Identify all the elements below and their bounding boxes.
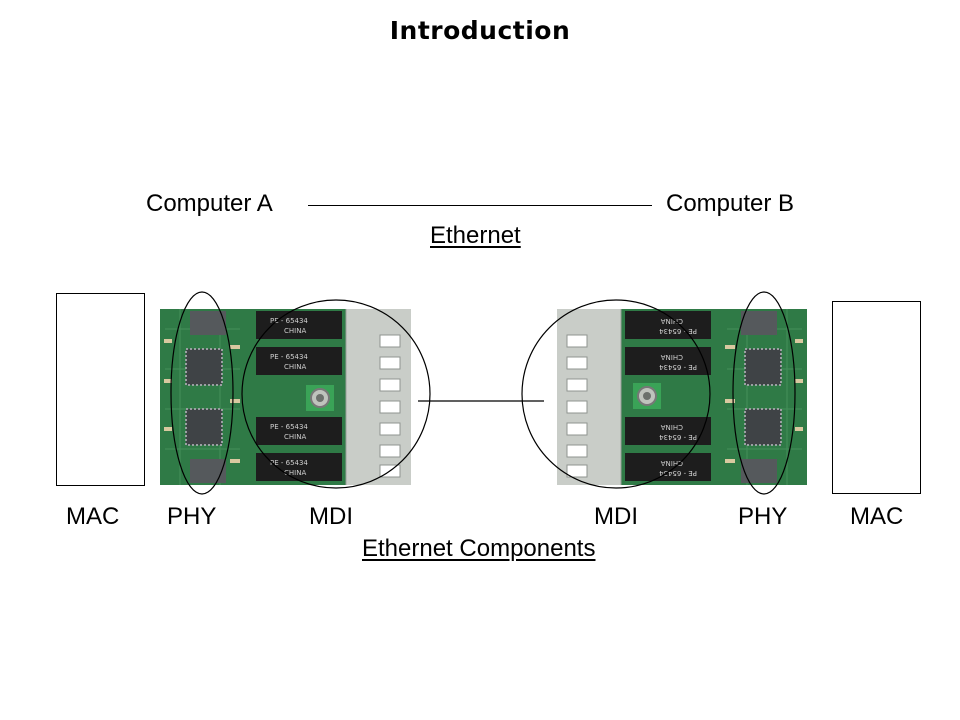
mac-box-right (832, 301, 921, 494)
phy-highlight-ellipse-right (732, 291, 796, 495)
mac-label-right: MAC (850, 503, 904, 530)
ethernet-link-line (308, 205, 652, 206)
phy-chips-left (185, 311, 226, 483)
mdi-label-left: MDI (309, 503, 353, 530)
svg-text:PE - 65434: PE - 65434 (270, 423, 308, 431)
svg-text:PE - 65434: PE - 65434 (270, 317, 308, 325)
svg-text:CHINA: CHINA (284, 469, 306, 477)
computer-a-label: Computer A (146, 190, 273, 217)
mac-box-left (56, 293, 145, 486)
mac-label-left: MAC (66, 503, 120, 530)
svg-text:PE - 65434: PE - 65434 (659, 469, 697, 477)
svg-text:CHINA: CHINA (661, 423, 683, 431)
svg-text:CHINA: CHINA (661, 459, 683, 467)
svg-text:CHINA: CHINA (661, 353, 683, 361)
svg-text:PE - 65434: PE - 65434 (659, 327, 697, 335)
svg-text:PE - 65434: PE - 65434 (659, 433, 697, 441)
ethernet-components-label: Ethernet Components (362, 535, 596, 562)
phy-label-left: PHY (167, 503, 217, 530)
phy-label-right: PHY (738, 503, 788, 530)
computer-b-label: Computer B (666, 190, 795, 217)
svg-text:PE - 65434: PE - 65434 (659, 363, 697, 371)
mdi-label-right: MDI (594, 503, 638, 530)
svg-text:CHINA: CHINA (661, 317, 683, 325)
svg-text:CHINA: CHINA (284, 363, 306, 371)
svg-text:PE - 65434: PE - 65434 (270, 353, 308, 361)
svg-text:CHINA: CHINA (284, 327, 306, 335)
ethernet-label: Ethernet (430, 222, 521, 249)
svg-text:CHINA: CHINA (284, 433, 306, 441)
mdi-highlight-circle-right (521, 299, 711, 489)
page-title: Introduction (389, 16, 571, 45)
svg-text:PE - 65434: PE - 65434 (270, 459, 308, 467)
mdi-highlight-circle-left (241, 299, 431, 489)
phy-highlight-ellipse-left (170, 291, 234, 495)
